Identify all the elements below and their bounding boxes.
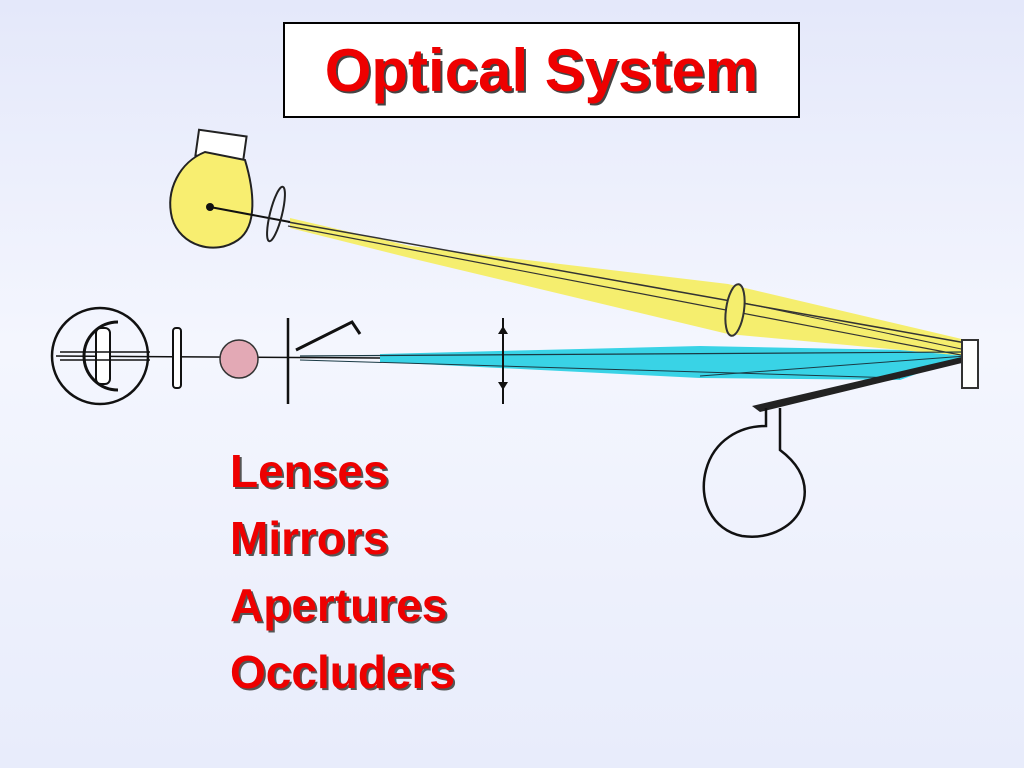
light-bulb-icon	[169, 128, 291, 249]
lamp-axis	[209, 206, 291, 223]
illumination-beam	[287, 218, 967, 357]
lamp-bulb	[169, 150, 254, 249]
eye-lens	[95, 327, 111, 385]
illumination-beam-fill	[290, 218, 966, 356]
projection-lens	[724, 283, 746, 337]
slide-title: Optical System	[324, 36, 759, 104]
head-icon	[702, 408, 807, 538]
title-box: Optical System	[283, 22, 800, 118]
reflected-beam	[752, 356, 966, 412]
observation-beam	[299, 346, 967, 380]
list-item-occluders: Occluders	[230, 646, 455, 698]
list-item-lenses: Lenses	[230, 445, 389, 497]
objective-lens	[498, 318, 508, 404]
condenser-lens	[266, 185, 286, 243]
head-outline	[702, 408, 807, 538]
occluder-arm	[295, 320, 362, 352]
list-item-mirrors: Mirrors	[230, 512, 389, 564]
observation-ray-1	[299, 351, 967, 357]
eyepiece-lens	[172, 327, 182, 389]
eye-icon	[50, 306, 150, 406]
list-item-apertures: Apertures	[230, 579, 448, 631]
objective-arrow-down	[498, 382, 508, 390]
mirror	[961, 339, 979, 389]
observation-ray-2	[299, 359, 901, 379]
illumination-ray-lower	[287, 225, 967, 357]
illumination-ray-mid	[729, 299, 967, 351]
observation-ray-3	[699, 355, 967, 377]
illumination-ray-upper	[287, 221, 967, 344]
filter-disc	[219, 339, 259, 379]
component-list: Lenses Mirrors Apertures Occluders	[230, 438, 455, 706]
eye-pupil	[82, 320, 119, 392]
objective-arrow-up	[498, 326, 508, 334]
eye-outline	[50, 306, 150, 406]
